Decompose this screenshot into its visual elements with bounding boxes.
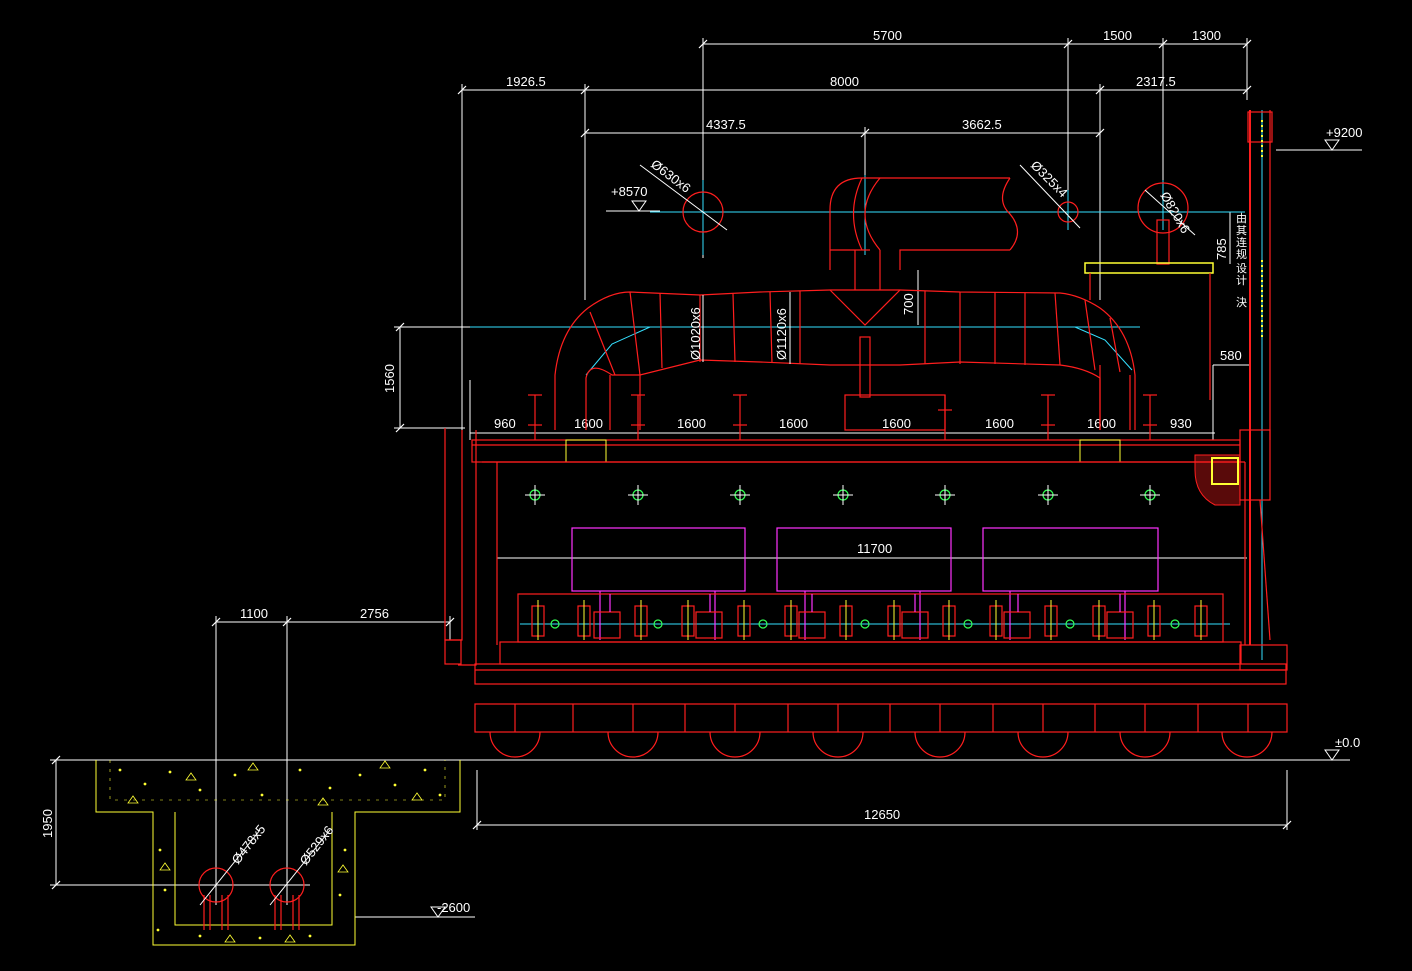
elevation-9200: +9200 <box>1276 125 1363 151</box>
dim-1500: 1500 <box>1103 28 1132 43</box>
dim-1926: 1926.5 <box>506 74 546 89</box>
elevation-zero: ±0.0 <box>1324 735 1360 761</box>
duct-labels: Ø1020x6 Ø1120x6 <box>688 292 791 364</box>
dim-580: 580 <box>1220 348 1242 363</box>
pipe-529-label: Ø529x6 <box>297 823 337 868</box>
note-char-1: 由 <box>1236 211 1247 225</box>
pipe-325: Ø325x4 <box>1019 158 1081 229</box>
dim-700: 700 <box>901 293 916 315</box>
base-track <box>474 703 1288 758</box>
roller-row <box>474 593 1287 685</box>
elevation-8570-label: +8570 <box>611 184 648 199</box>
dim-1600-c: 1600 <box>779 416 808 431</box>
duct-supports <box>528 394 1157 440</box>
dim-5700: 5700 <box>873 28 902 43</box>
roller-units <box>531 594 1208 640</box>
dim-1600-f: 1600 <box>1087 416 1116 431</box>
main-pipe-top <box>829 177 1019 290</box>
dimension-labels: 5700 1500 1300 1926.5 8000 2317.5 4337.5… <box>40 28 1242 838</box>
vertical-note: 由 其 连 规 设 计 決 <box>1236 211 1247 309</box>
dim-3662: 3662.5 <box>962 117 1002 132</box>
furnace-body <box>444 428 1246 666</box>
dim-1600-b: 1600 <box>677 416 706 431</box>
elevation-minus2600-label: -2600 <box>437 900 470 915</box>
right-platform <box>1084 262 1214 400</box>
dim-8000: 8000 <box>830 74 859 89</box>
dim-4337: 4337.5 <box>706 117 746 132</box>
dim-1560: 1560 <box>382 364 397 393</box>
dim-930: 930 <box>1170 416 1192 431</box>
note-char-4: 规 <box>1236 247 1247 261</box>
magenta-panels <box>571 527 1159 640</box>
elevation-9200-label: +9200 <box>1326 125 1363 140</box>
dimension-lines <box>50 38 1350 905</box>
note-char-2: 其 <box>1236 224 1247 237</box>
note-char-3: 连 <box>1236 236 1247 249</box>
dim-1600-d: 1600 <box>882 416 911 431</box>
note-char-7: 決 <box>1236 296 1247 309</box>
dim-1100: 1100 <box>240 606 268 621</box>
pipe-630: Ø630x6 <box>639 156 728 233</box>
burners <box>525 485 1160 505</box>
dim-1950: 1950 <box>40 809 55 838</box>
pipe-820: Ø820x6 <box>1137 182 1196 265</box>
dimension-ticks <box>51 39 1292 890</box>
elevation-zero-label: ±0.0 <box>1335 735 1360 750</box>
dim-960: 960 <box>494 416 516 431</box>
elevation-minus2600: -2600 <box>355 900 475 918</box>
dim-2317: 2317.5 <box>1136 74 1176 89</box>
elevation-8570: +8570 <box>606 184 660 212</box>
dim-1600-a: 1600 <box>574 416 603 431</box>
dim-2756: 2756 <box>360 606 389 621</box>
underground-pipes: Ø478x5 Ø529x6 <box>198 822 337 930</box>
note-char-6: 计 <box>1236 274 1247 287</box>
elevation-markers: +9200 +8570 ±0.0 -2600 <box>355 125 1363 918</box>
dim-1300: 1300 <box>1192 28 1221 43</box>
dim-785: 785 <box>1214 238 1229 260</box>
pipe-478-label: Ø478x5 <box>229 822 269 867</box>
exhaust-duct <box>554 289 1136 431</box>
dim-11700: 11700 <box>857 541 892 556</box>
duct-1120-label: Ø1120x6 <box>774 308 789 360</box>
right-mechanism <box>1194 110 1288 671</box>
duct-1020-label: Ø1020x6 <box>688 307 703 360</box>
dim-1600-e: 1600 <box>985 416 1014 431</box>
note-char-5: 设 <box>1236 262 1247 275</box>
pipe-325-label: Ø325x4 <box>1028 158 1071 201</box>
dim-12650: 12650 <box>864 807 900 822</box>
